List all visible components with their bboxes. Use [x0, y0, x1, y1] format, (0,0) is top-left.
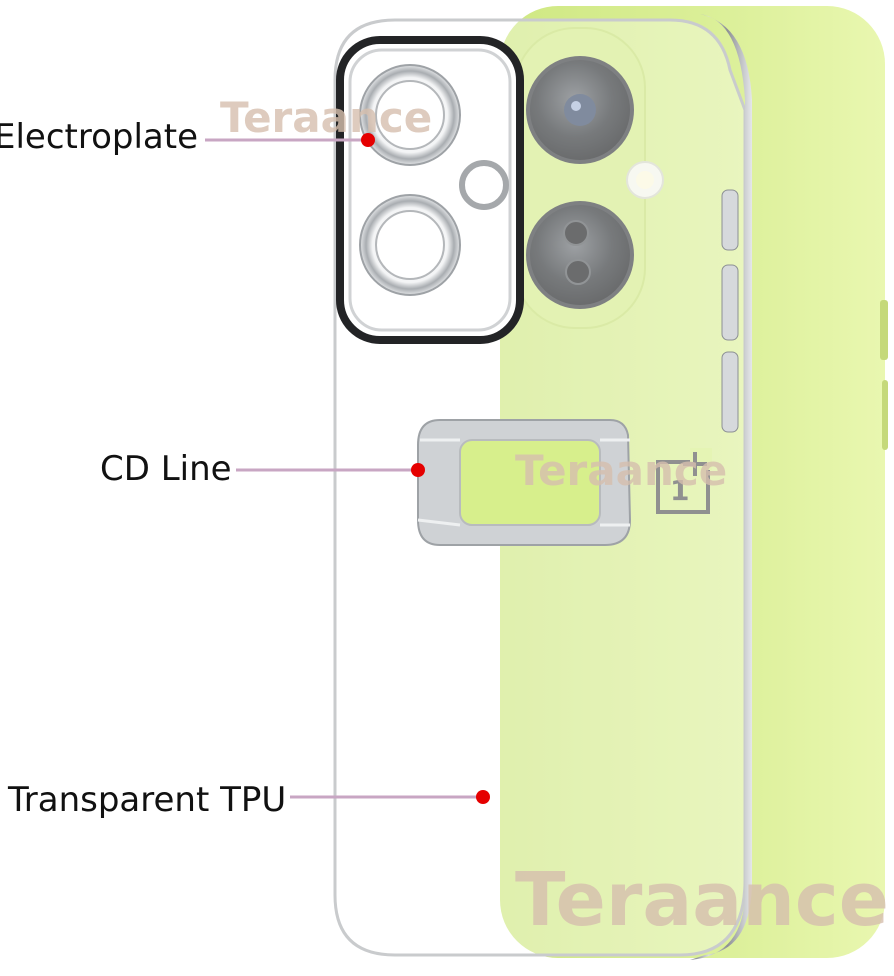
brand-logo-icon: 1 — [656, 448, 712, 514]
camera-lens-bottom — [526, 201, 634, 309]
svg-text:1: 1 — [670, 474, 689, 507]
callout-transparent-tpu-label: Transparent TPU — [8, 780, 287, 820]
camera-lens-top — [526, 56, 634, 164]
cd-line-ring — [417, 419, 632, 546]
watermark-middle: Teraance — [515, 446, 727, 495]
flash-icon — [626, 161, 664, 199]
watermark-bottom: Teraance — [515, 857, 889, 943]
callout-electroplate-label: Electroplate — [0, 117, 199, 157]
watermarks: Teraance Teraance Teraance — [220, 93, 889, 943]
callout-dots — [361, 133, 490, 804]
callout-cd-line-label: CD Line — [100, 449, 232, 489]
camera-guard — [336, 36, 524, 344]
callout-lines — [205, 138, 483, 799]
watermark-top: Teraance — [220, 93, 432, 142]
